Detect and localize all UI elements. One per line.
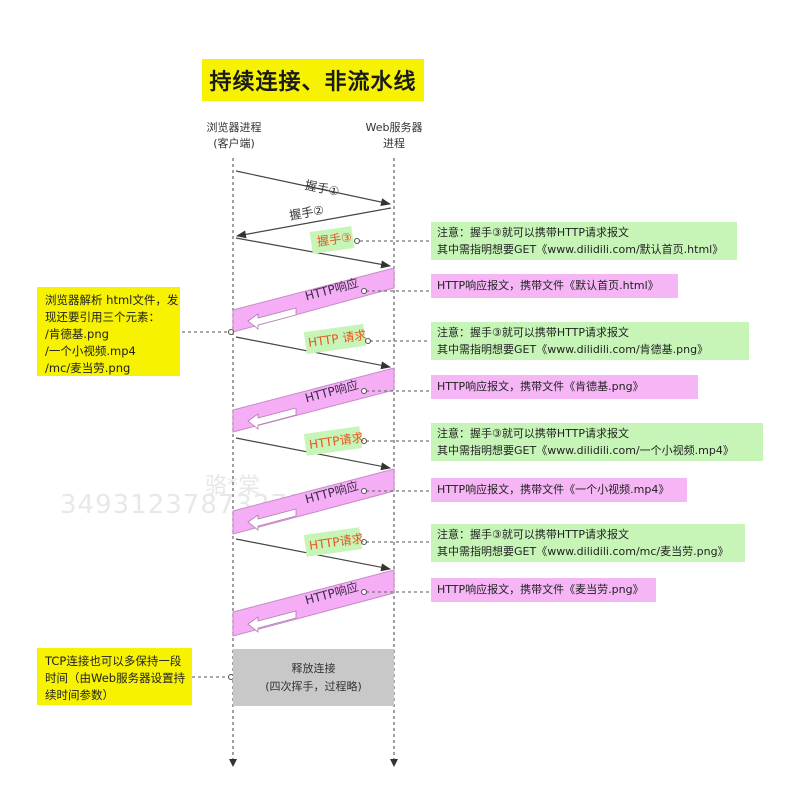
request-note-4: 注意：握手③就可以携带HTTP请求报文 其中需指明想要GET《www.dilid… (431, 524, 745, 562)
request-note-1-line2: 其中需指明想要GET《www.dilidili.com/默认首页.html》 (437, 243, 724, 256)
release-box-line1: 释放连接 (291, 661, 336, 675)
html-parse-note-line3: /肯德基.png (45, 327, 109, 341)
note-connectors (182, 240, 430, 678)
http-request-1-label-bg (303, 323, 367, 355)
handshake-2-arrow (236, 207, 392, 239)
release-connection-box: 释放连接 (四次挥手，过程略) (233, 649, 394, 706)
request-note-3: 注意：握手③就可以携带HTTP请求报文 其中需指明想要GET《www.dilid… (431, 423, 763, 461)
request-note-1-line1: 注意：握手③就可以携带HTTP请求报文 (437, 226, 630, 239)
html-parse-note-line4: /一个小视频.mp4 (45, 344, 136, 358)
request-note-2-line2: 其中需指明想要GET《www.dilidili.com/肯德基.png》 (437, 343, 709, 356)
http-request-2-label-bg (303, 426, 363, 456)
client-process-label: 浏览器进程 (客户端) (196, 120, 272, 152)
client-label-line2: (客户端) (213, 137, 255, 150)
html-parse-note: 浏览器解析 html文件，发 现还要引用三个元素： /肯德基.png /一个小视… (37, 287, 180, 376)
request-note-4-line1: 注意：握手③就可以携带HTTP请求报文 (437, 528, 630, 541)
http-response-band-4 (232, 569, 395, 637)
html-parse-note-line5: /mc/麦当劳.png (45, 361, 131, 375)
left-arrow-icon (247, 508, 297, 531)
request-note-1: 注意：握手③就可以携带HTTP请求报文 其中需指明想要GET《www.dilid… (431, 222, 737, 260)
request-note-2: 注意：握手③就可以携带HTTP请求报文 其中需指明想要GET《www.dilid… (431, 322, 749, 360)
response-note-2: HTTP响应报文，携带文件《肯德基.png》 (431, 375, 698, 399)
server-lifeline (390, 158, 398, 767)
keepalive-note-line1: TCP连接也可以多保持一段 (45, 654, 182, 668)
request-note-3-line2: 其中需指明想要GET《www.dilidili.com/一个小视频.mp4》 (437, 444, 734, 457)
client-label-line1: 浏览器进程 (206, 121, 262, 134)
left-arrow-icon (247, 610, 297, 633)
response-note-3: HTTP响应报文，携带文件《一个小视频.mp4》 (431, 478, 687, 502)
left-arrow-icon (247, 407, 297, 430)
request-note-4-line2: 其中需指明想要GET《www.dilidili.com/mc/麦当劳.png》 (437, 545, 729, 558)
diagram-title: 持续连接、非流水线 (202, 59, 424, 101)
handshake-3-label-bg (309, 226, 355, 254)
left-arrow-icon (247, 307, 297, 330)
handshake-1-arrow (235, 170, 391, 207)
response-note-4: HTTP响应报文，携带文件《麦当劳.png》 (431, 578, 656, 602)
release-box-line2: (四次挥手，过程略) (265, 679, 362, 693)
http-request-3-label-bg (303, 527, 363, 557)
server-label-line1: Web服务器 (365, 121, 423, 134)
request-note-2-line1: 注意：握手③就可以携带HTTP请求报文 (437, 326, 630, 339)
keepalive-note-line2: 时间（由Web服务器设置持 (45, 671, 186, 685)
server-label-line2: 进程 (383, 137, 405, 150)
html-parse-note-line1: 浏览器解析 html文件，发 (45, 293, 179, 307)
server-process-label: Web服务器 进程 (352, 120, 436, 152)
connector-dots (227, 237, 372, 681)
client-lifeline (229, 158, 237, 767)
http-response-band-3 (232, 468, 395, 535)
html-parse-note-line2: 现还要引用三个元素： (45, 310, 160, 324)
http-response-band-2 (232, 367, 395, 433)
keepalive-note: TCP连接也可以多保持一段 时间（由Web服务器设置持 续时间参数） (37, 648, 192, 705)
request-note-3-line1: 注意：握手③就可以携带HTTP请求报文 (437, 427, 630, 440)
response-note-1: HTTP响应报文，携带文件《默认首页.html》 (431, 274, 678, 298)
keepalive-note-line3: 续时间参数） (45, 688, 114, 702)
